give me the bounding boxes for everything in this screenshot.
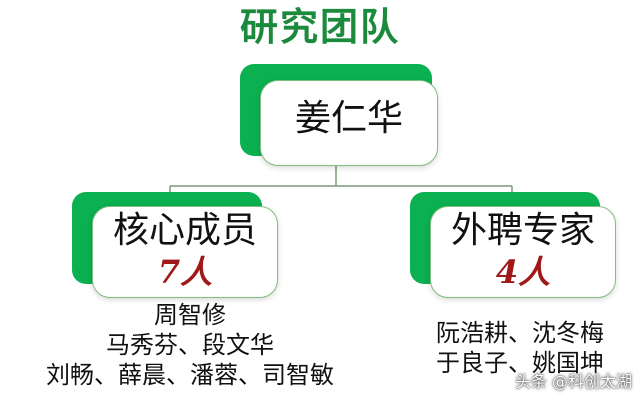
core-members-list: 周智修 马秀芬、段文华 刘畅、薛晨、潘蓉、司智敏 <box>20 300 360 390</box>
external-experts-count: 4人 <box>495 252 551 291</box>
external-experts-node: 外聘专家 4人 <box>410 192 620 298</box>
root-node: 姜仁华 <box>240 64 440 168</box>
core-members-count: 7人 <box>157 252 213 291</box>
core-members-name: 核心成员 <box>112 210 257 251</box>
external-experts-name: 外聘专家 <box>450 210 595 251</box>
watermark: 头条 @科创太湖 <box>514 372 632 391</box>
core-members-node: 核心成员 7人 <box>72 192 282 298</box>
diagram-title: 研究团队 <box>239 4 400 49</box>
external-experts-card: 外聘专家 4人 <box>430 206 616 298</box>
external-experts-line: 于良子、姚国坤 <box>436 349 604 377</box>
core-members-line: 马秀芬、段文华 <box>106 331 274 359</box>
external-experts-list: 阮浩耕、沈冬梅 于良子、姚国坤 <box>402 318 638 378</box>
core-members-card: 核心成员 7人 <box>92 206 278 298</box>
root-node-name: 姜仁华 <box>294 98 403 139</box>
core-members-line: 周智修 <box>154 301 226 329</box>
root-node-card: 姜仁华 <box>260 80 438 166</box>
external-experts-line: 阮浩耕、沈冬梅 <box>436 319 604 347</box>
core-members-line: 刘畅、薛晨、潘蓉、司智敏 <box>46 361 334 389</box>
